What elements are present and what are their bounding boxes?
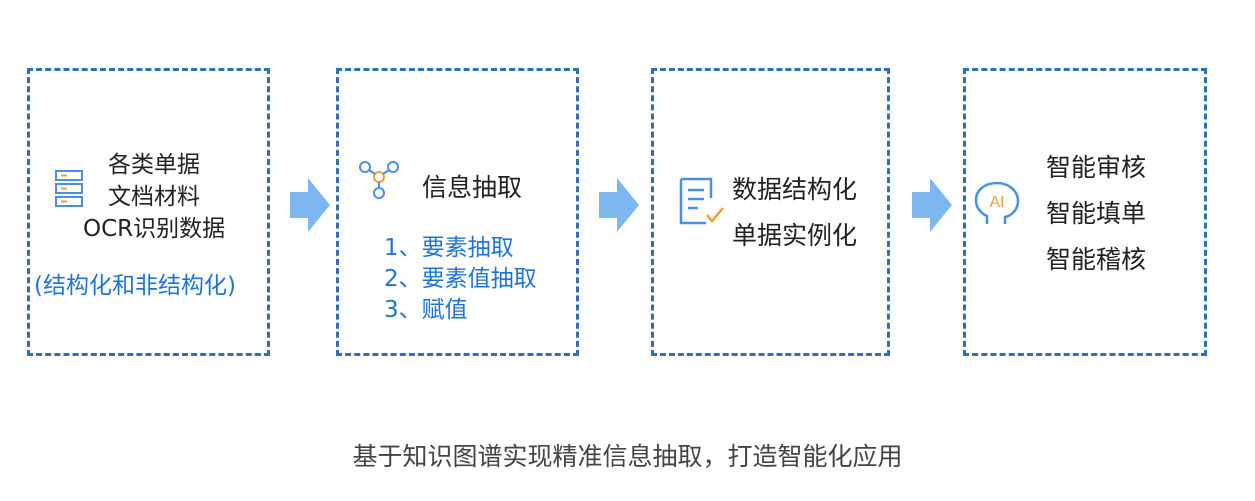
document-check-icon xyxy=(679,177,724,225)
structuring-line-2: 单据实例化 xyxy=(732,221,858,250)
extraction-step-1: 1、要素抽取 xyxy=(384,235,514,261)
apps-line-1: 智能审核 xyxy=(1046,153,1147,182)
source-line-3: OCR识别数据 xyxy=(83,216,226,242)
extraction-step-3: 3、赋值 xyxy=(384,297,468,323)
source-data-box xyxy=(27,68,270,356)
extraction-heading: 信息抽取 xyxy=(422,173,523,202)
source-line-1: 各类单据 xyxy=(108,152,200,178)
source-note: (结构化和非结构化) xyxy=(34,273,236,299)
source-line-2: 文档材料 xyxy=(108,184,200,210)
server-stack-icon xyxy=(55,170,83,207)
structuring-box xyxy=(651,68,890,356)
caption: 基于知识图谱实现精准信息抽取，打造智能化应用 xyxy=(352,442,903,471)
flow-arrow-2 xyxy=(599,178,639,232)
apps-line-2: 智能填单 xyxy=(1046,199,1147,228)
apps-line-3: 智能稽核 xyxy=(1046,245,1147,274)
ai-label: AI xyxy=(989,194,1004,211)
structuring-line-1: 数据结构化 xyxy=(732,175,858,204)
extraction-step-2: 2、要素值抽取 xyxy=(384,266,537,292)
flow-arrow-3 xyxy=(912,178,952,232)
ai-head-icon: AI xyxy=(974,181,1020,224)
intelligent-apps-box xyxy=(963,68,1207,356)
extraction-box xyxy=(336,68,579,356)
flow-arrow-1 xyxy=(290,178,330,232)
network-nodes-icon xyxy=(359,161,399,199)
